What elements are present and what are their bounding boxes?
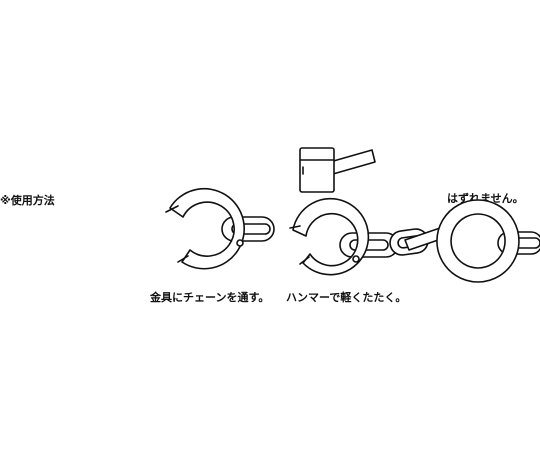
step1-illustration [165, 187, 275, 270]
step1-caption: 金具にチェーンを通す。 [150, 291, 270, 304]
step2-caption: ハンマーで軽くたたく。 [286, 291, 407, 304]
ring-pin [352, 255, 360, 263]
closed-ring [436, 199, 520, 283]
ring [289, 197, 370, 276]
open-ring [165, 187, 245, 270]
ring-pin [236, 239, 244, 247]
chain-link [221, 216, 275, 242]
hammer-icon [299, 147, 376, 193]
step2-illustration [289, 147, 429, 276]
usage-heading: ※使用方法 [0, 194, 55, 207]
step3-illustration [404, 199, 540, 283]
